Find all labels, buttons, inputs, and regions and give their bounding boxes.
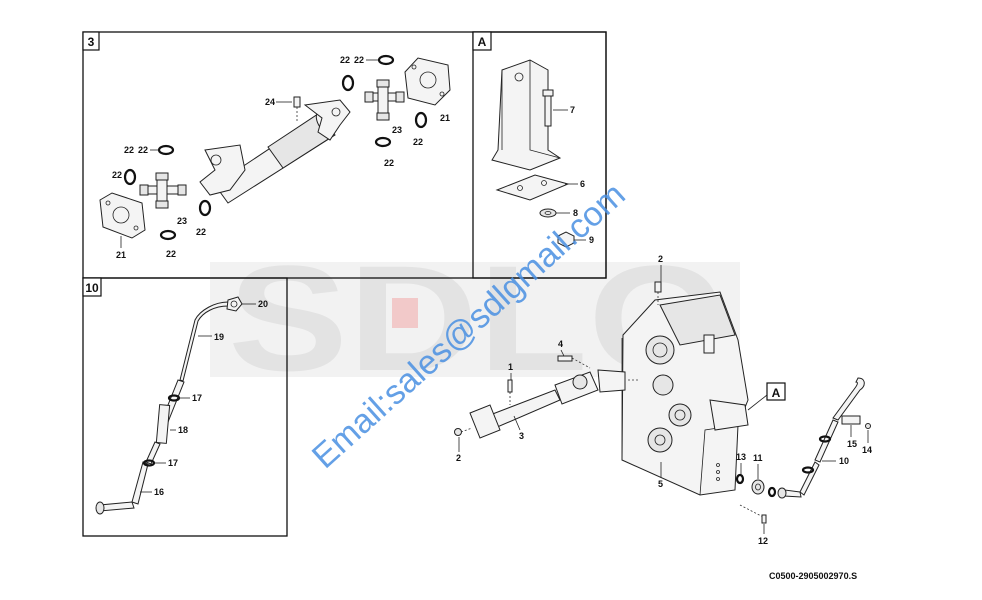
callout-21: 21 [440, 113, 450, 123]
callouts-box3: 24 22 22 22 23 21 22 22 22 22 21 23 22 2… [112, 55, 450, 260]
callout-22: 22 [138, 145, 148, 155]
callout-22: 22 [112, 170, 122, 180]
bolt-7 [542, 89, 568, 127]
callout-20: 20 [258, 299, 268, 309]
nut-9 [557, 231, 586, 248]
plate-6 [495, 174, 578, 201]
callout-14: 14 [862, 445, 872, 455]
callout-10: 10 [839, 456, 849, 466]
callout-22: 22 [166, 249, 176, 259]
callout-24: 24 [265, 97, 275, 107]
mounting-bracket [491, 59, 562, 171]
callout-23: 23 [392, 125, 402, 135]
detail-box-bracket: A 7 6 8 9 [472, 31, 607, 279]
box-tag-10: 10 [85, 281, 99, 295]
callout-2: 2 [456, 453, 461, 463]
callout-8: 8 [573, 208, 578, 218]
callout-13: 13 [736, 452, 746, 462]
callout-16: 16 [154, 487, 164, 497]
detail-box-driveshaft: 3 [82, 31, 607, 279]
driveshaft-tube [199, 96, 351, 204]
callout-22: 22 [384, 158, 394, 168]
callout-9: 9 [589, 235, 594, 245]
detail-box-pipe: 10 20 19 17 18 17 16 [82, 277, 288, 537]
left-universal-joint [139, 172, 187, 209]
callout-21: 21 [116, 250, 126, 260]
callout-22: 22 [124, 145, 134, 155]
transfer-gearbox [621, 281, 749, 496]
bolt-12 [739, 504, 767, 524]
bolt-4 [557, 355, 591, 369]
callout-3: 3 [519, 431, 524, 441]
fitting-11 [735, 473, 777, 498]
callout-5: 5 [658, 479, 663, 489]
callout-23: 23 [177, 216, 187, 226]
nut-2 [454, 427, 473, 436]
callout-22: 22 [196, 227, 206, 237]
drive-shaft [469, 369, 640, 439]
left-flange [99, 192, 146, 239]
right-flange [404, 57, 451, 106]
callout-22: 22 [340, 55, 350, 65]
main-callout-A: A [747, 382, 786, 411]
snap-rings-box3 [123, 54, 428, 241]
clip-15 [841, 415, 871, 429]
callout-11: 11 [753, 453, 763, 463]
callout-17: 17 [168, 458, 178, 468]
callout-22: 22 [413, 137, 423, 147]
callout-4: 4 [558, 339, 563, 349]
callout-12: 12 [758, 536, 768, 546]
callout-6: 6 [580, 179, 585, 189]
pipe-10 [777, 377, 865, 499]
callout-15: 15 [847, 439, 857, 449]
callout-2: 2 [658, 254, 663, 264]
callout-17: 17 [192, 393, 202, 403]
washer-8 [539, 208, 570, 218]
callouts-main: 2 1 4 3 2 5 13 11 12 10 15 14 [456, 254, 872, 546]
callout-1: 1 [508, 362, 513, 372]
box-tag-A: A [478, 35, 487, 49]
drawing-code: C0500-2905002970.S [769, 571, 857, 581]
callout-19: 19 [214, 332, 224, 342]
bolt-1 [507, 379, 513, 405]
main-tag-A: A [772, 386, 781, 400]
callout-22: 22 [354, 55, 364, 65]
callout-18: 18 [178, 425, 188, 435]
callout-7: 7 [570, 105, 575, 115]
box-tag-3: 3 [88, 35, 95, 49]
main-assembly [454, 281, 871, 524]
right-universal-joint [364, 79, 405, 121]
